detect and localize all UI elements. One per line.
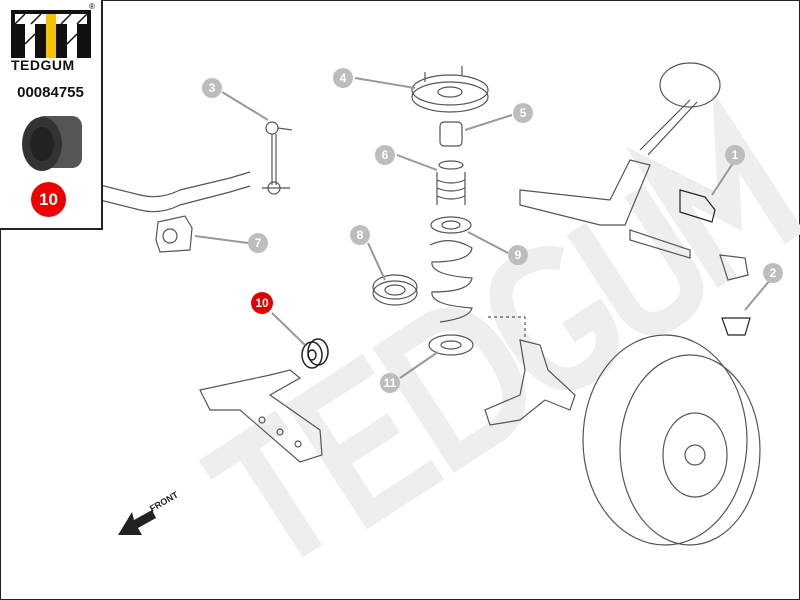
svg-text:6: 6 bbox=[382, 148, 389, 162]
svg-text:10: 10 bbox=[255, 296, 269, 310]
callout-1[interactable]: 1 bbox=[725, 145, 745, 165]
dust-boot bbox=[436, 160, 466, 205]
highlighted-part-badge: 10 bbox=[31, 182, 66, 217]
svg-text:11: 11 bbox=[384, 376, 397, 390]
callout-11[interactable]: 11 bbox=[380, 373, 400, 393]
svg-text:4: 4 bbox=[340, 71, 347, 85]
tedgum-logo bbox=[11, 10, 91, 58]
wheel bbox=[582, 334, 761, 546]
brand-name: TEDGUM bbox=[11, 57, 75, 73]
svg-text:1: 1 bbox=[732, 148, 739, 162]
part-photo-bushing bbox=[22, 116, 82, 171]
strut-top-mount bbox=[411, 66, 489, 113]
ball-joint bbox=[721, 317, 751, 336]
strut-bearing bbox=[372, 274, 418, 306]
control-arm-bushing bbox=[301, 338, 329, 369]
callout-4[interactable]: 4 bbox=[333, 68, 353, 88]
arrow-icon bbox=[118, 510, 156, 535]
part-info-panel: ® TEDGUM 00084755 10 bbox=[0, 0, 103, 230]
svg-text:5: 5 bbox=[520, 106, 527, 120]
callout-2[interactable]: 2 bbox=[763, 263, 783, 283]
spring-seat-upper bbox=[430, 216, 472, 234]
callout-9[interactable]: 9 bbox=[508, 245, 528, 265]
callout-8[interactable]: 8 bbox=[350, 225, 370, 245]
svg-text:3: 3 bbox=[209, 81, 216, 95]
front-direction-arrow: FRONT bbox=[118, 489, 180, 535]
stabilizer-bar bbox=[99, 171, 251, 198]
callout-5[interactable]: 5 bbox=[513, 103, 533, 123]
watermark bbox=[198, 89, 800, 558]
front-label: FRONT bbox=[148, 489, 180, 513]
steering-knuckle bbox=[484, 339, 576, 426]
svg-text:9: 9 bbox=[515, 248, 522, 262]
callout-7[interactable]: 7 bbox=[248, 233, 268, 253]
coil-spring bbox=[429, 240, 473, 323]
svg-text:2: 2 bbox=[770, 266, 777, 280]
spring-seat-lower bbox=[428, 334, 474, 356]
part-number: 00084755 bbox=[17, 84, 84, 101]
steering-boot bbox=[679, 189, 716, 223]
registered-mark: ® bbox=[89, 2, 95, 11]
callout-6[interactable]: 6 bbox=[375, 145, 395, 165]
callout-markers: 1 2 3 4 5 6 7 8 9 10 11 bbox=[202, 68, 783, 393]
svg-text:8: 8 bbox=[357, 228, 364, 242]
stabilizer-bushing bbox=[155, 215, 193, 253]
callout-3[interactable]: 3 bbox=[202, 78, 222, 98]
stabilizer-link bbox=[262, 121, 293, 195]
svg-text:7: 7 bbox=[255, 236, 262, 250]
bump-stop bbox=[439, 121, 463, 147]
control-arm bbox=[199, 369, 323, 463]
callout-10-highlighted[interactable]: 10 bbox=[251, 292, 273, 314]
steering-assembly bbox=[519, 62, 749, 281]
